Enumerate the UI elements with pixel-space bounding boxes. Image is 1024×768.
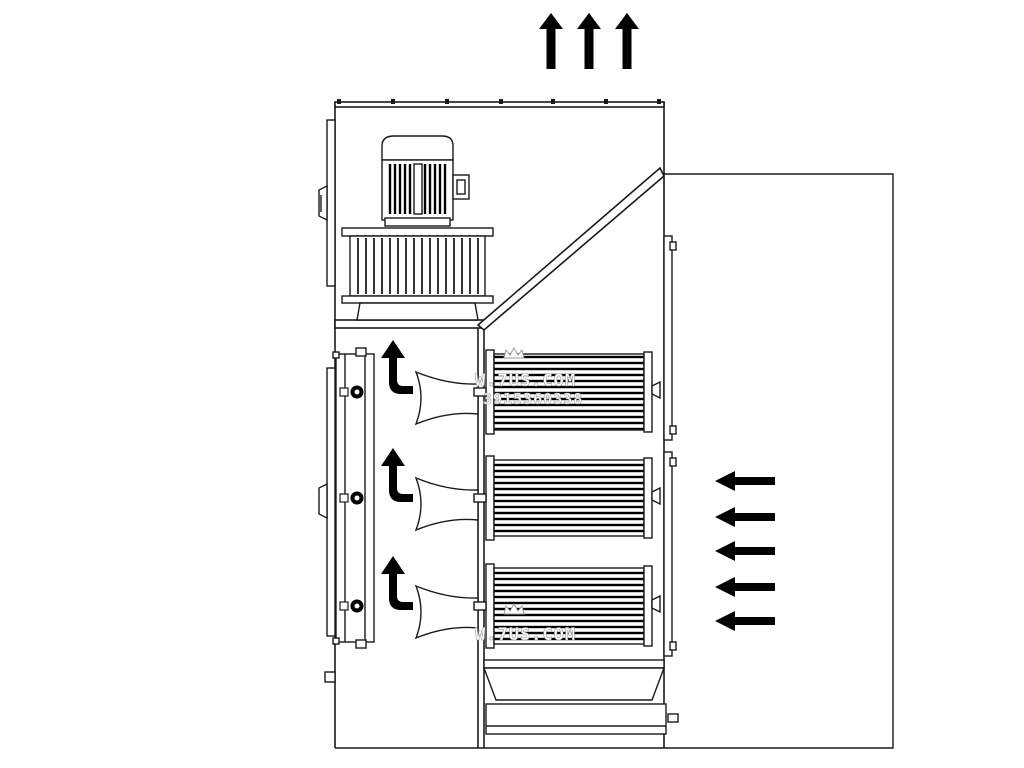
fan-motor [381, 135, 470, 227]
filter-cartridge-2 [473, 455, 661, 541]
right-side-panels [663, 235, 677, 657]
inlet-arrow-4 [715, 577, 775, 597]
outlet-arrow-group [539, 13, 639, 69]
watermark-phone: 3915360338 [483, 390, 583, 408]
venturi-nozzle-group [414, 370, 479, 640]
outlet-arrow-3 [615, 13, 639, 69]
door-latch-1 [339, 385, 364, 399]
inlet-arrow-3 [715, 541, 775, 561]
inlet-arrow-group [715, 471, 775, 631]
outlet-arrow-2 [577, 13, 601, 69]
dust-hopper [482, 659, 679, 735]
upper-access-door [318, 119, 336, 287]
clean-air-arrow-group [381, 340, 413, 610]
door-latch-3 [339, 599, 364, 613]
outlet-arrow-1 [539, 13, 563, 69]
top-flange-bolts [337, 99, 661, 104]
inlet-hood-outline [664, 173, 894, 749]
lower-access-door [318, 347, 375, 683]
main-housing [334, 101, 665, 749]
door-latch-group [339, 385, 364, 613]
venturi-nozzle-3 [414, 584, 479, 640]
venturi-nozzle-2 [414, 476, 479, 532]
inlet-arrow-1 [715, 471, 775, 491]
clean-air-arrow-3 [381, 556, 413, 610]
crown-logo-1 [503, 346, 525, 359]
venturi-nozzle-1 [414, 370, 479, 426]
watermark-site-1: W.7US.COM [475, 371, 576, 391]
inlet-arrow-5 [715, 611, 775, 631]
door-latch-2 [339, 491, 364, 505]
filter-cartridge-3 [473, 563, 661, 649]
fan-impeller [341, 227, 494, 321]
clean-air-arrow-1 [381, 340, 413, 394]
inlet-arrow-2 [715, 507, 775, 527]
watermark-site-2: W.7US.COM [475, 625, 576, 645]
filter-cartridge-1 [473, 349, 661, 435]
watermark-group: W.7US.COM 3915360338 W.7US.COM [475, 346, 583, 645]
clean-air-arrow-2 [381, 448, 413, 502]
crown-logo-2 [503, 602, 525, 615]
filter-cartridge-group [473, 349, 661, 649]
